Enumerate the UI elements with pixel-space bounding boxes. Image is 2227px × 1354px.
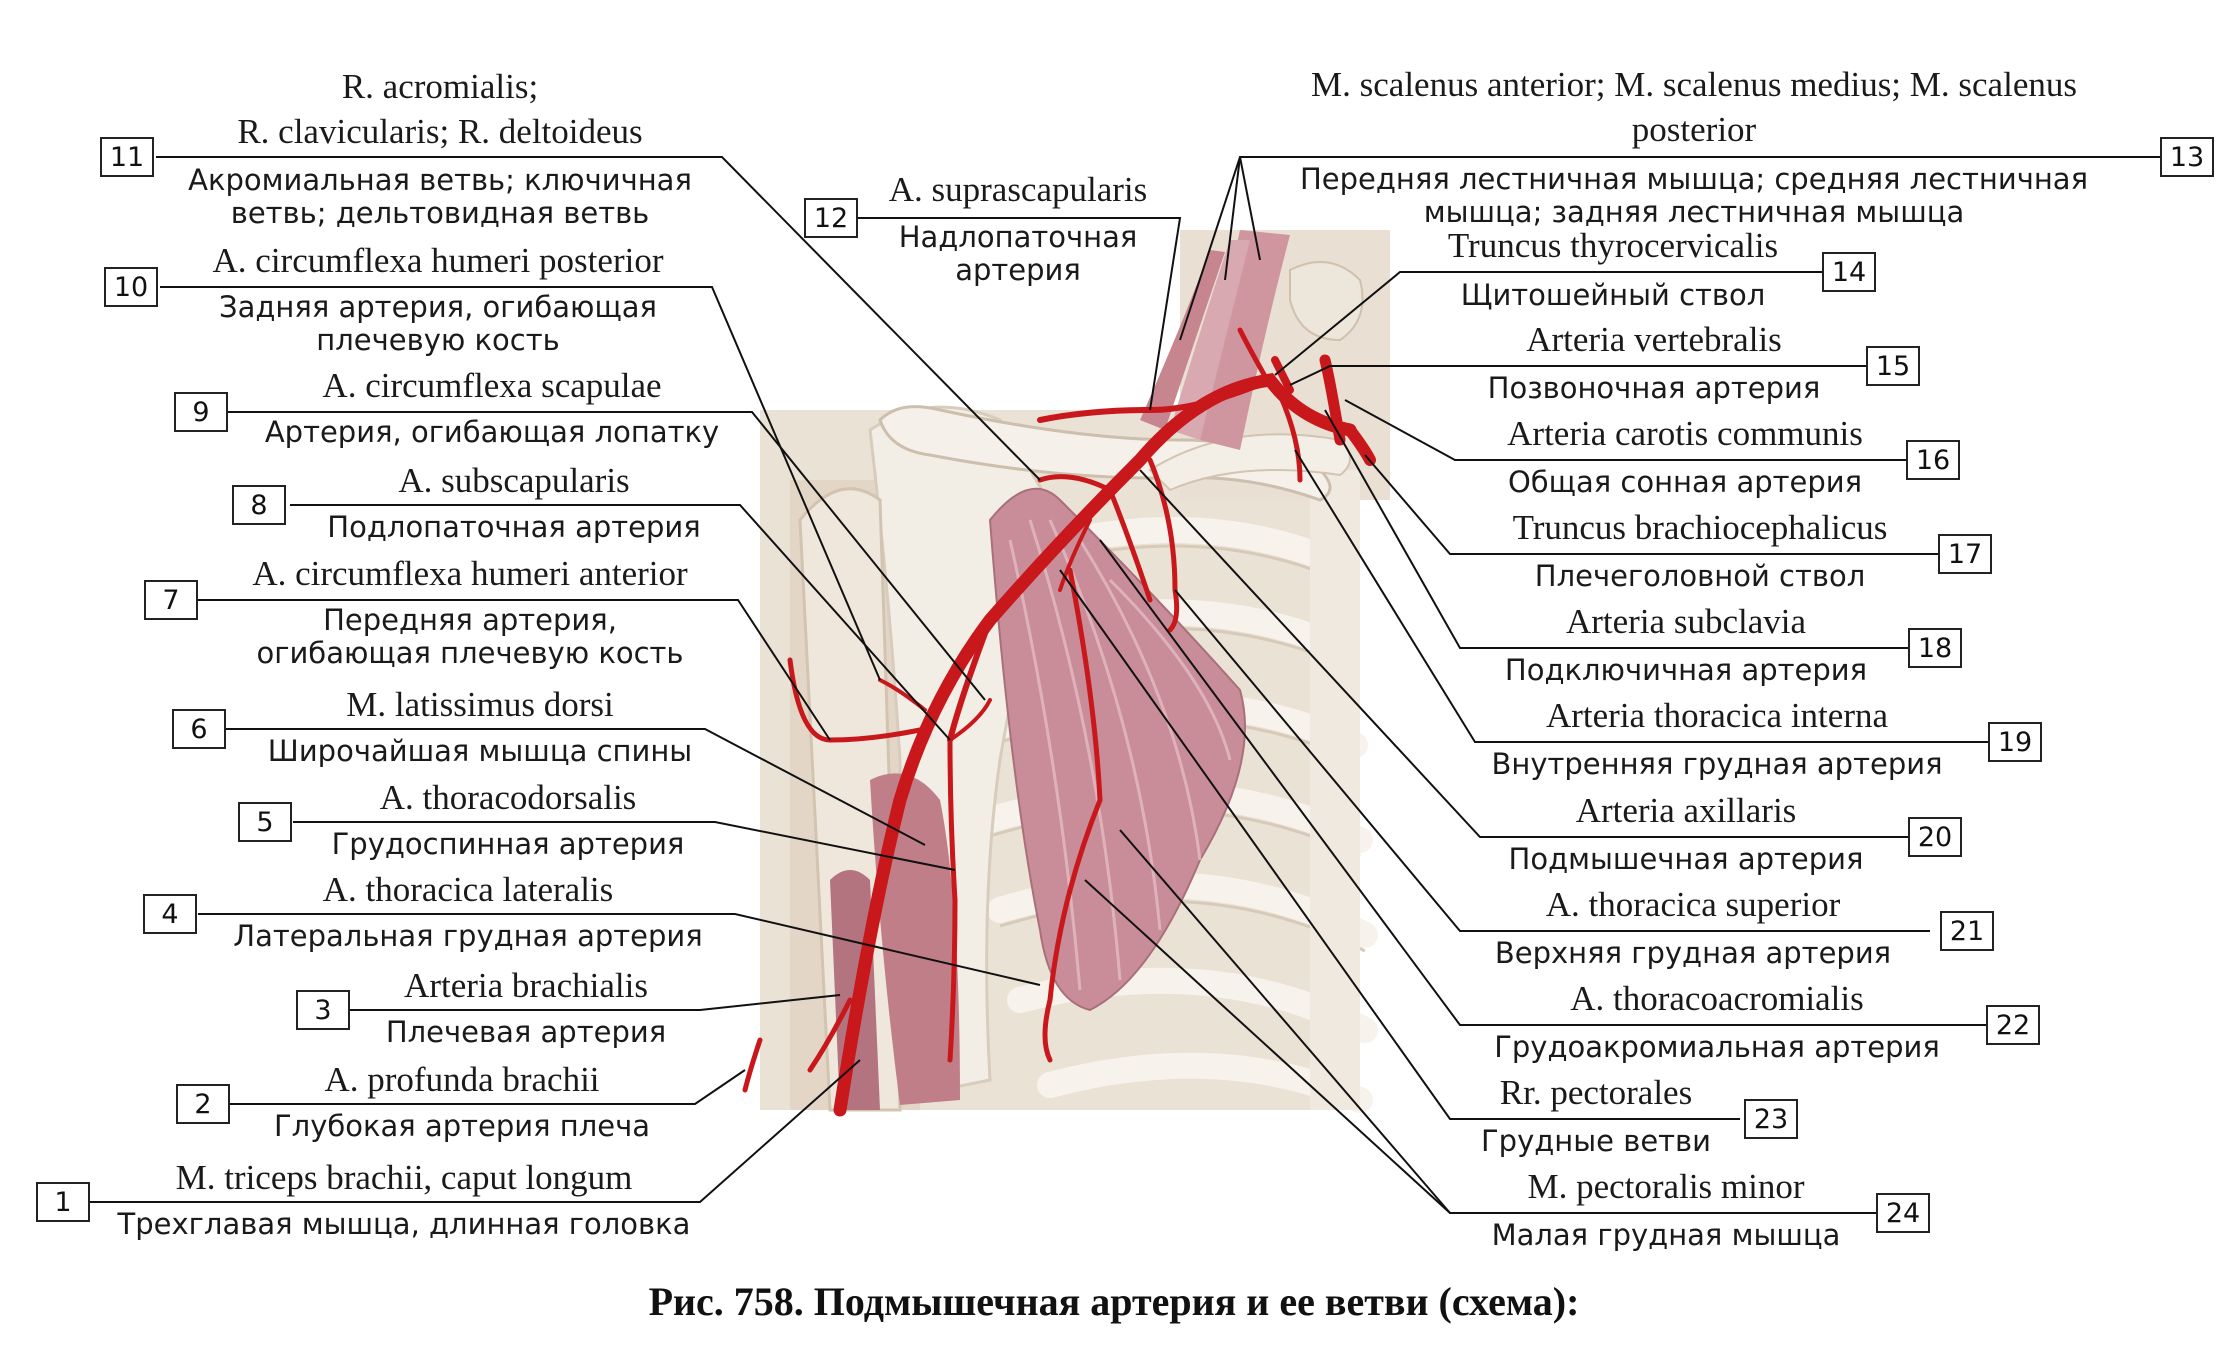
label-number-2: 2 bbox=[176, 1084, 230, 1124]
label-russian-23: Грудные ветви bbox=[1481, 1124, 1711, 1158]
label-number-15: 15 bbox=[1866, 346, 1920, 386]
label-russian-6: Широчайшая мышца спины bbox=[267, 734, 693, 768]
label-russian-15: Позвоночная артерия bbox=[1487, 371, 1821, 405]
label-latin-6: M. latissimus dorsi bbox=[346, 685, 614, 724]
label-russian-13: Передняя лестничная мышца; средняя лестн… bbox=[1299, 162, 2089, 196]
label-latin-23: Rr. pectorales bbox=[1499, 1073, 1693, 1112]
label-latin-9: A. circumflexa scapulae bbox=[322, 366, 662, 405]
label-russian-12-line2: артерия bbox=[955, 253, 1081, 287]
label-number-21: 21 bbox=[1940, 911, 1994, 951]
label-number-22: 22 bbox=[1986, 1005, 2040, 1045]
label-number-19: 19 bbox=[1988, 722, 2042, 762]
label-russian-19: Внутренняя грудная артерия bbox=[1491, 747, 1943, 781]
label-latin-14: Truncus thyrocervicalis bbox=[1447, 226, 1779, 265]
label-latin-11-line2: R. clavicularis; R. deltoideus bbox=[237, 112, 643, 151]
label-russian-22: Грудоакромиальная артерия bbox=[1494, 1030, 1940, 1064]
label-latin-10: A. circumflexa humeri posterior bbox=[212, 241, 664, 280]
label-russian-13-line2: мышца; задняя лестничная мышца bbox=[1423, 195, 1965, 229]
label-latin-13: M. scalenus anterior; M. scalenus medius… bbox=[1311, 65, 2077, 104]
label-latin-21: A. thoracica superior bbox=[1545, 885, 1841, 924]
label-latin-11: R. acromialis; bbox=[341, 67, 539, 106]
leader-lines bbox=[90, 156, 2160, 1214]
label-russian-16: Общая сонная артерия bbox=[1507, 465, 1863, 499]
label-number-4: 4 bbox=[143, 894, 197, 934]
label-latin-17: Truncus brachiocephalicus bbox=[1512, 508, 1888, 547]
label-number-11: 11 bbox=[100, 137, 154, 177]
label-latin-22: A. thoracoacromialis bbox=[1570, 979, 1864, 1018]
label-number-17: 17 bbox=[1938, 534, 1992, 574]
figure-caption: Рис. 758. Подмышечная артерия и ее ветви… bbox=[648, 1279, 1580, 1324]
label-russian-12: Надлопаточная bbox=[898, 220, 1138, 254]
label-latin-3: Arteria brachialis bbox=[404, 966, 648, 1005]
clavicle bbox=[878, 405, 1332, 502]
label-russian-1: Трехглавая мышца, длинная головка bbox=[117, 1207, 691, 1241]
label-russian-5: Грудоспинная артерия bbox=[331, 827, 685, 861]
label-russian-8: Подлопаточная артерия bbox=[327, 510, 701, 544]
label-number-8: 8 bbox=[232, 485, 286, 525]
label-russian-3: Плечевая артерия bbox=[385, 1015, 667, 1049]
vertebra bbox=[1289, 261, 1364, 342]
label-latin-2: A. profunda brachii bbox=[324, 1060, 600, 1099]
label-latin-4: A. thoracica lateralis bbox=[322, 870, 614, 909]
label-latin-16: Arteria carotis communis bbox=[1507, 414, 1863, 453]
label-russian-10: Задняя артерия, огибающая bbox=[219, 290, 657, 324]
label-russian-14: Щитошейный ствол bbox=[1460, 278, 1766, 312]
label-russian-21: Верхняя грудная артерия bbox=[1494, 936, 1892, 970]
label-number-24: 24 bbox=[1876, 1193, 1930, 1233]
label-russian-11-line2: ветвь; дельтовидная ветвь bbox=[230, 196, 650, 230]
label-number-14: 14 bbox=[1822, 252, 1876, 292]
label-russian-2: Глубокая артерия плеча bbox=[273, 1109, 651, 1143]
label-russian-9: Артерия, огибающая лопатку bbox=[264, 415, 720, 449]
label-number-18: 18 bbox=[1908, 628, 1962, 668]
humerus bbox=[798, 487, 902, 1112]
label-russian-18: Подключичная артерия bbox=[1504, 653, 1868, 687]
label-russian-24: Малая грудная мышца bbox=[1491, 1218, 1841, 1252]
label-latin-20: Arteria axillaris bbox=[1575, 791, 1797, 830]
label-russian-17: Плечеголовной ствол bbox=[1534, 559, 1866, 593]
label-russian-20: Подмышечная артерия bbox=[1508, 842, 1864, 876]
label-number-7: 7 bbox=[144, 580, 198, 620]
label-latin-13-line2: posterior bbox=[1631, 110, 1757, 149]
label-number-23: 23 bbox=[1744, 1099, 1798, 1139]
label-number-20: 20 bbox=[1908, 817, 1962, 857]
label-latin-24: M. pectoralis minor bbox=[1527, 1167, 1805, 1206]
label-latin-15: Arteria vertebralis bbox=[1526, 320, 1782, 359]
label-latin-18: Arteria subclavia bbox=[1565, 602, 1807, 641]
label-russian-7: Передняя артерия, bbox=[323, 603, 617, 637]
sternum bbox=[1310, 470, 1360, 1110]
label-number-3: 3 bbox=[296, 990, 350, 1030]
label-number-12: 12 bbox=[804, 198, 858, 238]
label-number-10: 10 bbox=[104, 267, 158, 307]
arteries bbox=[742, 327, 1376, 1117]
label-number-5: 5 bbox=[238, 802, 292, 842]
label-latin-5: A. thoracodorsalis bbox=[379, 778, 637, 817]
label-number-16: 16 bbox=[1906, 440, 1960, 480]
label-latin-12: A. suprascapularis bbox=[888, 170, 1148, 209]
label-latin-7: A. circumflexa humeri anterior bbox=[252, 554, 688, 593]
label-latin-19: Arteria thoracica interna bbox=[1545, 696, 1889, 735]
label-russian-7-line2: огибающая плечевую кость bbox=[256, 636, 684, 670]
label-number-9: 9 bbox=[174, 392, 228, 432]
label-number-6: 6 bbox=[172, 709, 226, 749]
label-number-13: 13 bbox=[2160, 137, 2214, 177]
label-russian-10-line2: плечевую кость bbox=[316, 323, 560, 357]
label-russian-4: Латеральная грудная артерия bbox=[233, 919, 703, 953]
label-latin-8: A. subscapularis bbox=[398, 461, 630, 500]
label-latin-1: M. triceps brachii, caput longum bbox=[175, 1158, 633, 1197]
label-russian-11: Акромиальная ветвь; ключичная bbox=[188, 163, 692, 197]
label-number-1: 1 bbox=[36, 1182, 90, 1222]
